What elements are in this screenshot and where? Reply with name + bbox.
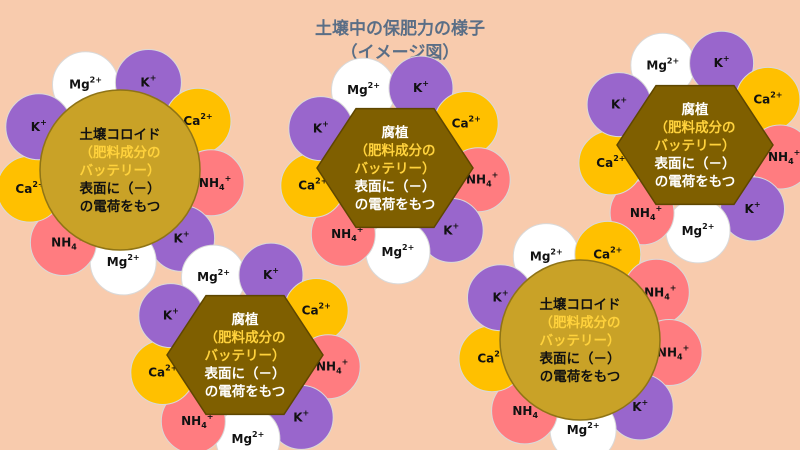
title-line-1: 土壌中の保肥力の様子 (315, 18, 485, 39)
ion-label-k: K+ (31, 118, 47, 134)
ion-label-k: K+ (293, 408, 309, 424)
core-label-line: （肥料成分の (205, 329, 286, 346)
ion-mg: Mg2+ (365, 219, 431, 285)
ion-label-k: K+ (313, 120, 329, 136)
ion-label-k: K+ (163, 307, 179, 323)
ion-label-nh4: NH4+ (768, 148, 800, 166)
ion-label-ca: Ca2+ (302, 301, 331, 317)
ion-label-nh4: NH4+ (331, 225, 363, 243)
core-label-line: バッテリー） (205, 348, 286, 364)
core-label-line: の電荷をもつ (80, 198, 160, 215)
ion-k: K+ (388, 55, 454, 121)
ion-label-mg: Mg2+ (347, 81, 380, 97)
core-label-line: （肥料成分の (655, 119, 736, 136)
core-label-line: の電荷をもつ (655, 173, 735, 190)
core-label-line: 腐植 (232, 311, 259, 328)
core-label-line: 表面に（－） (80, 180, 161, 197)
ion-label-nh4: NH4+ (466, 171, 498, 189)
colloid-core (499, 259, 661, 421)
ion-label-k: K+ (263, 266, 279, 282)
ion-label-nh4: NH4+ (316, 358, 348, 376)
ion-label-k: K+ (413, 79, 429, 95)
core-label-line: 表面に（－） (540, 350, 621, 367)
core-label-line: 土壌コロイド (540, 296, 621, 313)
core-label-line: の電荷をもつ (355, 196, 435, 213)
ion-label-k: K+ (140, 74, 156, 90)
core-label-line: 表面に（－） (205, 365, 286, 382)
ion-label-nh4: NH4+ (657, 344, 689, 362)
core-label-line: 土壌コロイド (80, 126, 161, 143)
core-label-line: バッテリー） (355, 161, 436, 177)
core-label-line: バッテリー） (80, 163, 161, 179)
core-label-line: の電荷をもつ (540, 368, 620, 385)
ion-label-ca: Ca2+ (183, 112, 212, 128)
core-label-line: バッテリー） (655, 138, 736, 154)
cluster-colloid-left: Mg2+K+Ca2+NH4+K+Mg2+NH4+Ca2+K+土壌コロイド（肥料成… (0, 49, 245, 296)
ion-label-ca: Ca2+ (452, 114, 481, 130)
ion-label-mg: Mg2+ (682, 222, 715, 238)
ion-label-nh4: NH4+ (181, 412, 213, 430)
ion-label-mg: Mg2+ (197, 268, 230, 284)
clusters: Mg2+K+Ca2+NH4+K+Mg2+NH4+Ca2+K+土壌コロイド（肥料成… (0, 30, 800, 450)
ion-label-k: K+ (174, 229, 190, 245)
ion-mg: Mg2+ (665, 198, 731, 264)
ion-label-nh4: NH4+ (630, 204, 662, 222)
ion-label-k: K+ (745, 200, 761, 216)
core-label-line: 腐植 (382, 124, 409, 141)
ion-label-mg: Mg2+ (646, 56, 679, 72)
ion-label-ca: Ca2+ (596, 154, 625, 170)
core-label-line: 腐植 (682, 101, 710, 118)
humus-core (166, 294, 324, 416)
cluster-humus-center: Mg2+ K+ Ca2+ NH4+ K+ Mg2+ NH4+ Ca2+ K+ 腐植（肥料成分のバッ… (280, 55, 511, 285)
ion-label-ca: Ca2+ (148, 363, 177, 379)
ion-label-k: K+ (493, 289, 509, 305)
ion-label-mg: Mg2+ (567, 421, 600, 437)
core-label-line: （肥料成分の (355, 142, 436, 159)
core-label-line: （肥料成分の (80, 144, 161, 161)
core-label-line: バッテリー） (540, 333, 621, 349)
ion-label-mg: Mg2+ (382, 243, 415, 259)
humus-core (616, 84, 774, 206)
ion-label-k: K+ (443, 221, 459, 237)
ion-label-ca: Ca2+ (593, 245, 622, 261)
ion-label-k: K+ (611, 96, 627, 112)
core-label-line: 表面に（－） (655, 155, 736, 172)
colloid-core (39, 89, 201, 251)
ion-label-ca: Ca2+ (15, 180, 44, 196)
ion-label-mg: Mg2+ (232, 430, 265, 446)
ion-label-mg: Mg2+ (530, 248, 563, 264)
cluster-colloid-bottom-right: Mg2+Ca2+NH4+NH4+K+Mg2+NH4+Ca2+K+土壌コロイド（肥… (458, 220, 703, 450)
ion-label-nh4: NH4+ (644, 283, 676, 301)
core-label-line: （肥料成分の (540, 314, 621, 331)
ion-label-nh4: NH4+ (199, 174, 231, 192)
ion-label-k: K+ (714, 54, 730, 70)
cluster-humus-bottom: Mg2+ K+ Ca2+ NH4+ K+ Mg2+ NH4+ Ca2+ K+ 腐植（肥料成分のバッ… (130, 242, 361, 450)
humus-core (316, 107, 474, 229)
core-label-line: の電荷をもつ (205, 383, 285, 400)
core-label-line: 表面に（－） (355, 178, 436, 195)
ion-label-ca: Ca2+ (753, 90, 782, 106)
ion-label-ca: Ca2+ (298, 176, 327, 192)
ion-label-ca: Ca2+ (477, 350, 506, 366)
ion-label-mg: Mg2+ (107, 253, 140, 269)
ion-label-mg: Mg2+ (69, 76, 102, 92)
ion-label-k: K+ (632, 398, 648, 414)
ion-k: K+ (689, 30, 755, 96)
